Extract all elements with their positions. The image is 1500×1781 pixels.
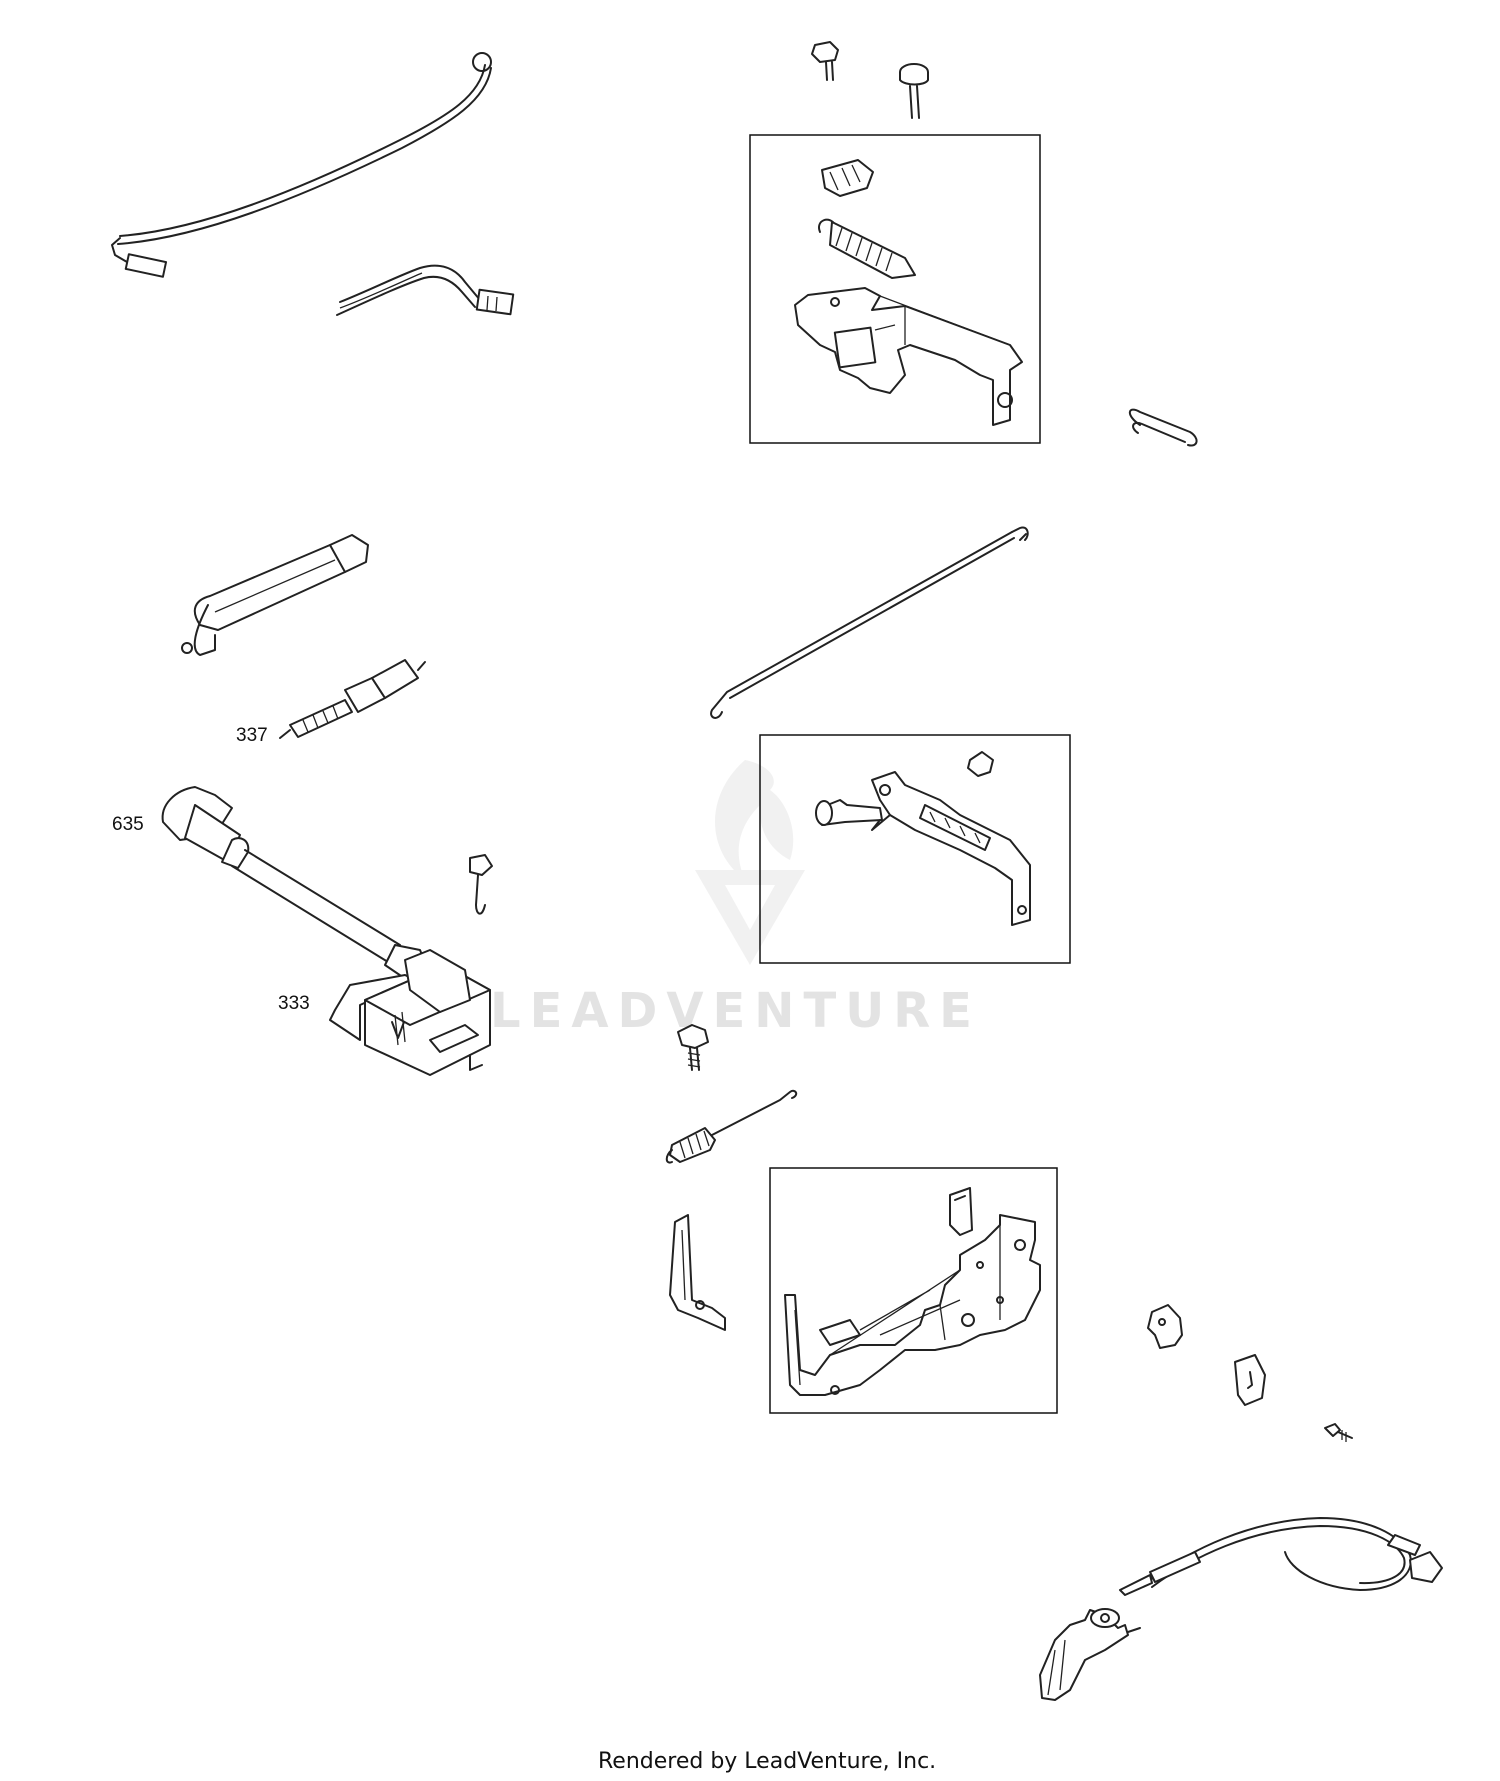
control-bracket <box>784 1187 1041 1396</box>
stop-switch-wire <box>336 264 515 316</box>
governor-lever <box>815 751 1031 926</box>
screw-top-1 <box>811 41 839 81</box>
choke-link <box>669 1214 726 1331</box>
ground-wire <box>111 52 492 278</box>
throttle-lever <box>1039 1608 1141 1701</box>
leadventure-logo-watermark <box>695 760 805 965</box>
governor-control-bracket <box>794 159 1023 426</box>
clamp-screw <box>1324 1423 1353 1442</box>
governor-lever-box <box>759 734 1071 964</box>
governor-spring <box>665 1089 798 1164</box>
throttle-cable <box>1119 1517 1443 1596</box>
callout-333: 333 <box>278 993 310 1014</box>
screw-top-2 <box>899 63 929 119</box>
governor-link-clip <box>1128 408 1198 447</box>
callout-337: 337 <box>236 725 268 746</box>
ignition-armature <box>329 949 491 1076</box>
footer-credit: Rendered by LeadVenture, Inc. <box>598 1749 936 1774</box>
spark-plug-wire <box>161 786 431 983</box>
choke-lever <box>1147 1304 1183 1349</box>
bracket-screw <box>677 1024 709 1071</box>
governor-link-rod <box>710 526 1029 719</box>
governor-control-kit-box <box>749 134 1041 444</box>
armature-screw <box>469 854 493 915</box>
callout-635: 635 <box>112 814 144 835</box>
watermark-text: LEADVENTURE <box>490 983 981 1039</box>
spark-plug <box>279 659 426 739</box>
cable-clamp <box>1234 1354 1266 1406</box>
control-bracket-box <box>769 1167 1058 1414</box>
spark-plug-boot <box>181 534 369 656</box>
